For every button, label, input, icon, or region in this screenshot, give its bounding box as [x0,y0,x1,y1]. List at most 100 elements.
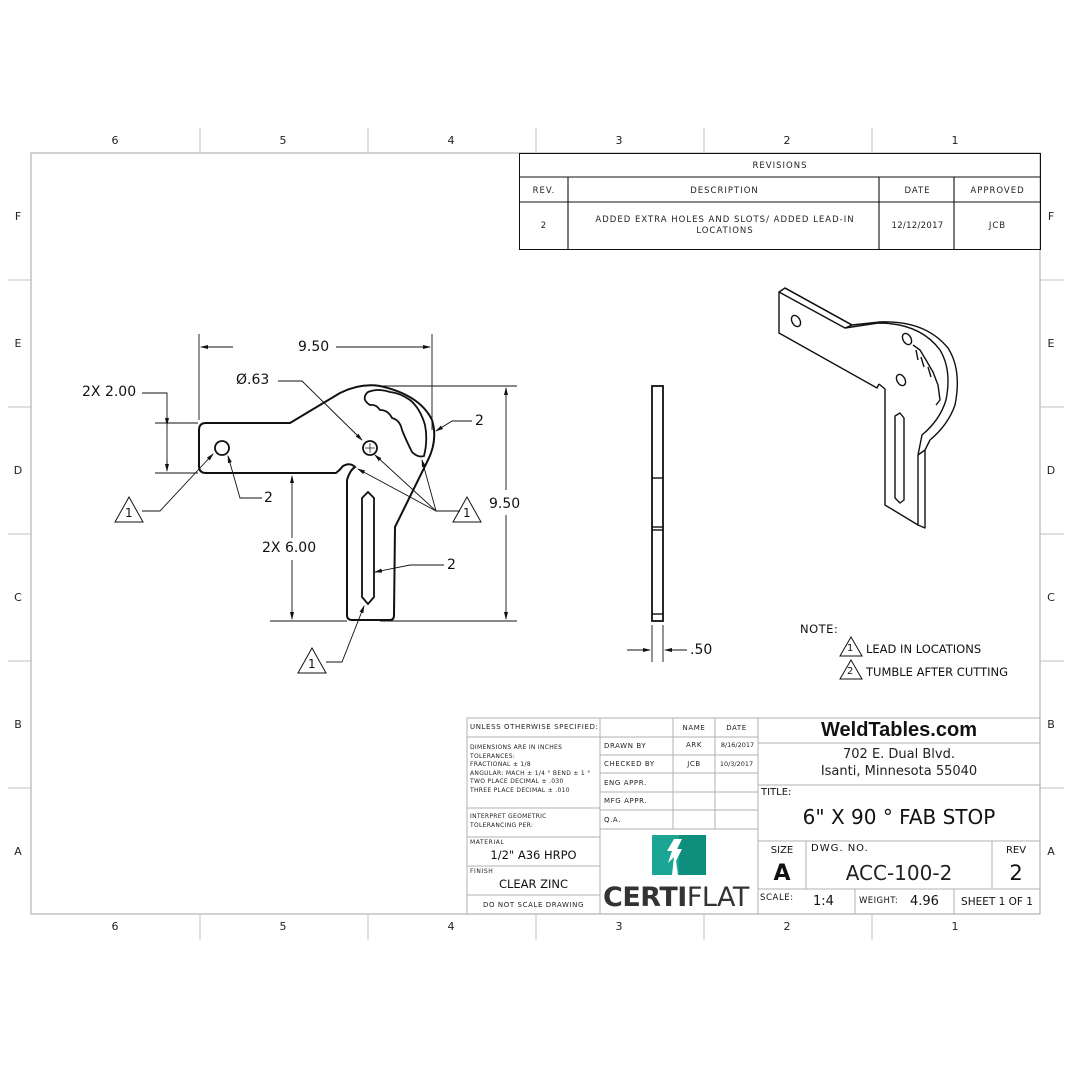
finish-value: CLEAR ZINC [498,877,569,891]
do-not-scale-note: DO NOT SCALE DRAWING [482,900,585,909]
drawn-by-date: 8/16/2017 [720,740,755,749]
zone-left-A: A [14,845,22,858]
zone-top-1: 1 [951,134,959,147]
size-value: A [773,860,791,886]
finish-label: FINISH [470,868,494,875]
address-line-2: Isanti, Minnesota 55040 [820,763,978,779]
checked-by-label: CHECKED BY [604,760,655,768]
rev-header-rev: REV. [532,185,556,196]
note-2-number: 2 [847,666,854,677]
unless-specified-label: UNLESS OTHERWISE SPECIFIED: [470,723,599,731]
scale-value: 1:4 [813,894,834,909]
callout-tumble-slot: 2 [447,557,456,573]
zone-bottom-5: 5 [279,920,287,933]
approvals-header-name: NAME [682,723,706,732]
drawn-by-label: DRAWN BY [604,742,647,750]
address-line-1: 702 E. Dual Blvd. [843,746,955,762]
revisions-table: REVISIONS REV. DESCRIPTION DATE APPROVED… [519,153,1041,250]
sheet-number: SHEET 1 OF 1 [961,895,1033,908]
logo-text-light: FLAT [686,882,750,913]
zone-top-2: 2 [783,134,791,147]
zone-left-C: C [14,591,22,604]
company-name: WeldTables.com [821,719,977,741]
zone-bottom-3: 3 [615,920,623,933]
rev-value: 2 [1009,861,1023,885]
tolerance-line: DIMENSIONS ARE IN INCHES [470,744,563,751]
callout-lead-in-right: 1 [463,506,471,520]
lead-in-triangle-left [114,495,144,523]
zone-bottom-6: 6 [111,920,119,933]
approvals-header-date: DATE [726,723,747,732]
note-1-text: LEAD IN LOCATIONS [866,642,982,656]
note-1-number: 1 [847,643,854,654]
tolerances-block: DIMENSIONS ARE IN INCHES TOLERANCES: FRA… [470,744,591,795]
zone-bottom-2: 2 [783,920,791,933]
zone-bottom-4: 4 [447,920,455,933]
interpret-geometric: INTERPRET GEOMETRIC TOLERANCING PER: [470,813,547,830]
drawing-title: 6" X 90 ° FAB STOP [802,805,996,829]
callout-lead-in-left: 1 [125,506,133,520]
interpret-line: TOLERANCING PER: [470,821,534,829]
checked-by-name: JCB [687,760,701,768]
zone-left-B: B [14,718,22,731]
callout-tumble-arc: 2 [475,413,484,429]
rev-row-description: ADDED EXTRA HOLES AND SLOTS/ ADDED LEAD-… [595,215,855,236]
zone-top-3: 3 [615,134,623,147]
weight-value: 4.96 [910,894,939,909]
material-value: 1/2" A36 HRPO [490,848,577,862]
dim-arm-width: 2X 2.00 [82,384,137,400]
rev-header-description: DESCRIPTION [690,185,759,196]
rev-row-approved: JCB [988,221,1007,231]
dim-thickness: .50 [690,642,713,658]
zone-left-D: D [13,464,23,477]
rev-row-rev: 2 [540,221,548,231]
eng-appr-label: ENG APPR. [604,779,647,787]
logo-text-bold: CERTI [603,882,687,913]
zone-right-A: A [1047,845,1055,858]
zone-right-E: E [1047,337,1055,350]
zone-bottom-1: 1 [951,920,959,933]
zone-left-F: F [14,210,22,223]
note-2-text: TUMBLE AFTER CUTTING [866,665,1008,679]
tolerance-line: FRACTIONAL ± 1/8 [470,761,531,768]
material-label: MATERIAL [470,839,505,846]
rev-label: REV [1005,844,1027,856]
checked-by-date: 10/3/2017 [719,760,754,768]
lead-in-triangle-bottom [297,646,327,674]
title-label: TITLE: [761,787,792,798]
zone-right-D: D [1046,464,1056,477]
zone-top-5: 5 [279,134,287,147]
interpret-line: INTERPRET GEOMETRIC [470,813,547,820]
lead-in-triangle-right [452,495,482,523]
dim-overall-height: 9.50 [489,496,521,512]
dwg-no-value: ACC-100-2 [845,861,953,885]
notes-label: NOTE: [800,622,839,636]
zone-left-E: E [14,337,22,350]
dim-hole-diameter: Ø.63 [236,372,270,388]
tolerance-line: TWO PLACE DECIMAL ± .030 [470,778,564,785]
tolerance-line: TOLERANCES: [470,752,516,760]
rev-header-date: DATE [904,185,931,196]
scale-label: SCALE: [760,893,794,903]
callout-lead-in-bottom: 1 [308,657,316,671]
drawn-by-name: ARK [685,740,703,749]
zone-right-B: B [1047,718,1055,731]
certiflat-logo-text: CERTIFLAT [603,882,749,914]
size-label: SIZE [770,844,794,856]
qa-label: Q.A. [604,816,622,824]
zone-top-4: 4 [447,134,455,147]
rev-header-approved: APPROVED [970,185,1025,196]
rev-row-date: 12/12/2017 [891,221,944,231]
tolerance-line: THREE PLACE DECIMAL ± .010 [470,786,570,794]
dim-overall-width: 9.50 [298,339,330,355]
dwg-no-label: DWG. NO. [811,843,869,854]
certiflat-logo-icon [652,835,706,875]
mfg-appr-label: MFG APPR. [604,797,648,805]
dim-leg-length: 2X 6.00 [262,540,317,556]
zone-right-F: F [1047,210,1055,223]
